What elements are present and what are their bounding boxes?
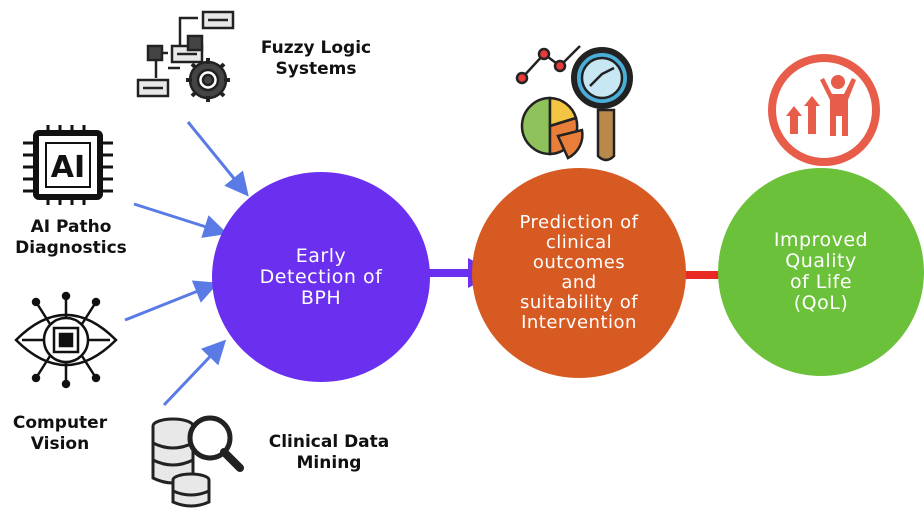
fuzzy-logic-icon [136, 10, 235, 102]
arrow-ai [133, 202, 228, 238]
ai-patho-label: AI Patho Diagnostics [15, 217, 127, 258]
ai-chip-icon: AI [23, 125, 113, 205]
prediction-text: Prediction of clinical outcomes and suit… [519, 212, 639, 333]
arrow-cv [124, 280, 219, 322]
qol-text: Improved Quality of Life (QoL) [773, 229, 869, 314]
prediction-circle: Prediction of clinical outcomes and suit… [472, 168, 686, 378]
arrow-mining [162, 339, 227, 407]
clinical-data-mining-label: Clinical Data Mining [268, 432, 390, 473]
ai-chip-text: AI [51, 150, 85, 185]
qol-person-icon [768, 54, 880, 166]
data-mining-icon [151, 415, 244, 508]
fuzzy-logic-label: Fuzzy Logic Systems [260, 38, 372, 79]
analytics-icon [515, 45, 633, 162]
early-detection-circle: Early Detection of BPH [212, 172, 430, 382]
arrow-fuzzy [186, 121, 249, 197]
early-detection-text: Early Detection of BPH [259, 244, 383, 309]
computer-vision-icon [14, 291, 118, 389]
computer-vision-label: Computer Vision [12, 413, 108, 454]
qol-circle: Improved Quality of Life (QoL) [718, 168, 924, 376]
